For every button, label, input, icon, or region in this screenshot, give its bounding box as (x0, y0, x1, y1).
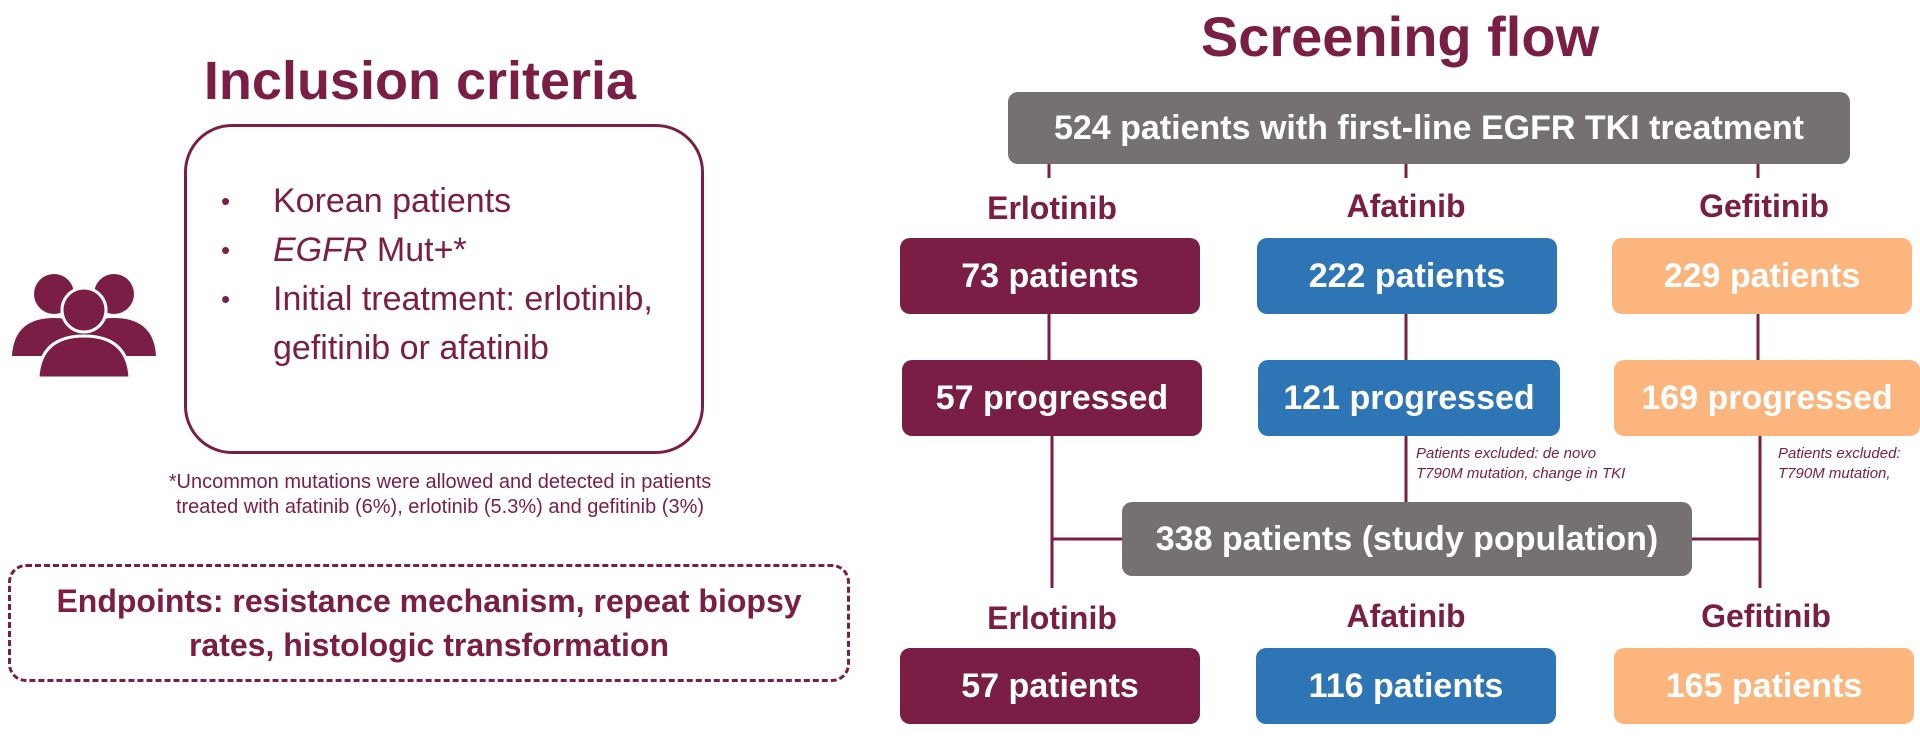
erlotinib-label-top: Erlotinib (987, 190, 1117, 226)
gefitinib-treated-box: 229 patients (1612, 238, 1912, 314)
endpoints-box: Endpoints: resistance mechanism, repeat … (8, 564, 850, 682)
afatinib-progressed-box: 121 progressed (1258, 360, 1560, 436)
total-patients-box: 524 patients with first-line EGFR TKI tr… (1008, 92, 1850, 164)
erlotinib-treated-count: 73 patients (961, 256, 1139, 295)
inclusion-criteria-title: Inclusion criteria (203, 51, 637, 111)
footnote-line-2: treated with afatinib (6%), erlotinib (5… (175, 496, 705, 518)
study-population-box: 338 patients (study population) (1122, 502, 1692, 576)
criterion-text: Korean patients (273, 182, 512, 220)
patients-group-icon (12, 274, 156, 378)
gefitinib-label-bottom: Gefitinib (1701, 598, 1831, 634)
afatinib-treated-count: 222 patients (1308, 256, 1506, 295)
afatinib-final-count: 116 patients (1308, 666, 1504, 705)
erlotinib-progressed-box: 57 progressed (902, 360, 1202, 436)
exclusion-note-line-2: T790M mutation, change in TKI (1416, 465, 1626, 482)
gefitinib-final-box: 165 patients (1614, 648, 1914, 724)
egfr-gene-name: EGFR (273, 231, 368, 269)
endpoints-text: Endpoints: resistance mechanism, repeat … (56, 583, 802, 663)
criterion-text: Mut+* (367, 231, 467, 269)
gefitinib-final-count: 165 patients (1665, 666, 1863, 705)
inclusion-criteria-list: Korean patients EGFR Mut+* Initial treat… (221, 177, 681, 373)
footnote-line-1: *Uncommon mutations were allowed and det… (168, 471, 712, 493)
criterion-text: Initial treatment: erlotinib, gefitinib … (273, 280, 653, 367)
exclusion-note-line-1: Patients excluded: de novo (1416, 445, 1597, 462)
exclusion-note-line-2: T790M mutation, (1778, 465, 1891, 482)
gefitinib-treated-count: 229 patients (1663, 256, 1861, 295)
gefitinib-progressed-count: 169 progressed (1641, 378, 1893, 417)
afatinib-final-box: 116 patients (1256, 648, 1556, 724)
afatinib-label-bottom: Afatinib (1346, 598, 1466, 634)
erlotinib-treated-box: 73 patients (900, 238, 1200, 314)
uncommon-mutations-footnote: *Uncommon mutations were allowed and det… (110, 470, 770, 520)
erlotinib-label-bottom: Erlotinib (987, 600, 1117, 636)
afatinib-progressed-count: 121 progressed (1283, 378, 1535, 417)
gefitinib-label-top: Gefitinib (1699, 188, 1829, 224)
erlotinib-final-count: 57 patients (961, 666, 1139, 705)
study-population-label: 338 patients (study population) (1155, 519, 1659, 558)
gefitinib-progressed-box: 169 progressed (1614, 360, 1920, 436)
inclusion-criteria-box: Korean patients EGFR Mut+* Initial treat… (184, 124, 704, 454)
afatinib-label-top: Afatinib (1346, 188, 1466, 224)
criterion-korean-patients: Korean patients (221, 177, 681, 226)
erlotinib-final-box: 57 patients (900, 648, 1200, 724)
criterion-initial-treatment: Initial treatment: erlotinib, gefitinib … (221, 275, 681, 373)
criterion-egfr-mutation: EGFR Mut+* (221, 226, 681, 275)
afatinib-treated-box: 222 patients (1257, 238, 1557, 314)
gefitinib-exclusion-note: Patients excluded: T790M mutation, (1778, 444, 1901, 484)
total-patients-label: 524 patients with first-line EGFR TKI tr… (1053, 108, 1804, 147)
afatinib-exclusion-note: Patients excluded: de novo T790M mutatio… (1416, 444, 1625, 484)
screening-flow-title: Screening flow (1200, 5, 1600, 68)
erlotinib-progressed-count: 57 progressed (935, 378, 1169, 417)
exclusion-note-line-1: Patients excluded: (1778, 445, 1901, 462)
